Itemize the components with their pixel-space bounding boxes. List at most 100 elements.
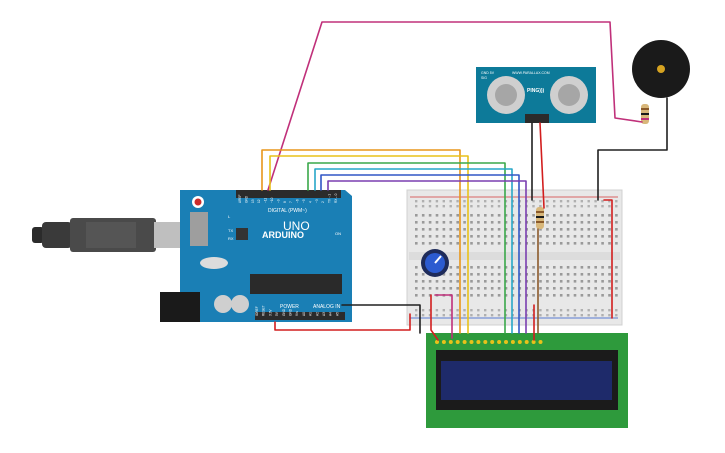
breadboard-hole[interactable] [463,294,466,297]
breadboard-rail-hole[interactable] [463,205,466,208]
breadboard-hole[interactable] [601,287,604,290]
breadboard-hole[interactable] [539,235,542,238]
breadboard-hole[interactable] [442,280,446,283]
breadboard-hole[interactable] [497,280,501,283]
breadboard-hole[interactable] [497,214,501,217]
breadboard-rail-hole[interactable] [566,200,570,203]
dc-power-jack[interactable] [160,292,200,322]
breadboard-hole[interactable] [532,242,535,245]
breadboard-hole[interactable] [608,242,611,245]
breadboard-hole[interactable] [615,221,618,224]
breadboard-rail-hole[interactable] [573,309,577,312]
breadboard-hole[interactable] [587,273,591,276]
wire-magenta-lcd[interactable] [434,294,453,339]
breadboard-rail-hole[interactable] [601,200,604,203]
breadboard-hole[interactable] [553,235,556,238]
breadboard-hole[interactable] [463,228,466,231]
breadboard-rail-hole[interactable] [490,205,494,208]
breadboard-hole[interactable] [559,273,563,276]
breadboard-hole[interactable] [449,242,453,245]
breadboard-hole[interactable] [415,294,418,297]
breadboard-hole[interactable] [566,280,570,283]
breadboard-hole[interactable] [477,221,480,224]
breadboard-hole[interactable] [428,280,432,283]
breadboard-hole[interactable] [463,214,466,217]
breadboard-rail-hole[interactable] [559,200,563,203]
breadboard-rail-hole[interactable] [559,314,563,317]
breadboard-hole[interactable] [497,235,501,238]
breadboard-rail-hole[interactable] [504,205,508,208]
piezo-buzzer[interactable] [632,40,690,98]
breadboard-hole[interactable] [573,280,577,283]
breadboard-hole[interactable] [615,235,618,238]
breadboard-rail-hole[interactable] [546,205,549,208]
breadboard-hole[interactable] [490,280,494,283]
breadboard-hole[interactable] [428,235,432,238]
breadboard-hole[interactable] [449,235,453,238]
breadboard-hole[interactable] [573,294,577,297]
breadboard-hole[interactable] [415,280,418,283]
breadboard-hole[interactable] [546,228,549,231]
breadboard-rail-hole[interactable] [456,314,459,317]
breadboard-hole[interactable] [559,221,563,224]
breadboard-hole[interactable] [470,266,473,269]
breadboard-hole[interactable] [477,266,480,269]
breadboard-hole[interactable] [532,266,535,269]
breadboard-hole[interactable] [511,266,515,269]
breadboard-hole[interactable] [539,294,542,297]
breadboard-hole[interactable] [566,294,570,297]
wire-red-lcd[interactable] [430,294,439,341]
breadboard-hole[interactable] [532,294,535,297]
breadboard-rail-hole[interactable] [470,200,473,203]
wire-yellow[interactable] [269,155,469,334]
breadboard-hole[interactable] [477,294,480,297]
breadboard-hole[interactable] [594,228,597,231]
breadboard-hole[interactable] [601,214,604,217]
breadboard-rail-hole[interactable] [415,205,418,208]
lcd-16x2[interactable] [426,333,628,428]
resistor-breadboard[interactable] [536,207,544,229]
breadboard-hole[interactable] [539,273,542,276]
breadboard-hole[interactable] [566,287,570,290]
breadboard-rail-hole[interactable] [566,205,570,208]
breadboard-rail-hole[interactable] [580,205,583,208]
breadboard-hole[interactable] [435,287,439,290]
breadboard-hole[interactable] [497,228,501,231]
breadboard-rail-hole[interactable] [449,205,452,208]
breadboard-rail-hole[interactable] [456,200,459,203]
breadboard-hole[interactable] [470,214,473,217]
breadboard-hole[interactable] [415,228,418,231]
breadboard-hole[interactable] [587,266,591,269]
analog-header[interactable] [255,312,345,320]
breadboard-hole[interactable] [463,280,466,283]
breadboard-hole[interactable] [415,266,418,269]
breadboard-hole[interactable] [573,242,577,245]
breadboard-rail-hole[interactable] [470,309,473,312]
breadboard-rail-hole[interactable] [573,200,577,203]
breadboard-hole[interactable] [497,242,501,245]
breadboard-hole[interactable] [504,214,508,217]
breadboard-rail-hole[interactable] [539,205,542,208]
breadboard-hole[interactable] [559,266,563,269]
breadboard-rail-hole[interactable] [608,200,611,203]
breadboard-hole[interactable] [456,280,459,283]
breadboard-hole[interactable] [559,214,563,217]
breadboard-rail-hole[interactable] [615,314,618,317]
lcd-pin[interactable] [448,340,453,344]
breadboard-hole[interactable] [608,294,611,297]
breadboard-hole[interactable] [490,214,494,217]
breadboard-hole[interactable] [594,273,597,276]
breadboard-hole[interactable] [484,273,487,276]
usb-cable[interactable] [32,218,196,252]
breadboard-hole[interactable] [539,242,542,245]
breadboard-hole[interactable] [608,214,611,217]
breadboard-hole[interactable] [580,280,584,283]
breadboard-hole[interactable] [580,221,584,224]
breadboard-rail-hole[interactable] [421,309,425,312]
breadboard-hole[interactable] [442,228,446,231]
breadboard-rail-hole[interactable] [615,205,618,208]
breadboard-rail-hole[interactable] [580,314,583,317]
breadboard-hole[interactable] [601,221,604,224]
breadboard-hole[interactable] [573,235,577,238]
